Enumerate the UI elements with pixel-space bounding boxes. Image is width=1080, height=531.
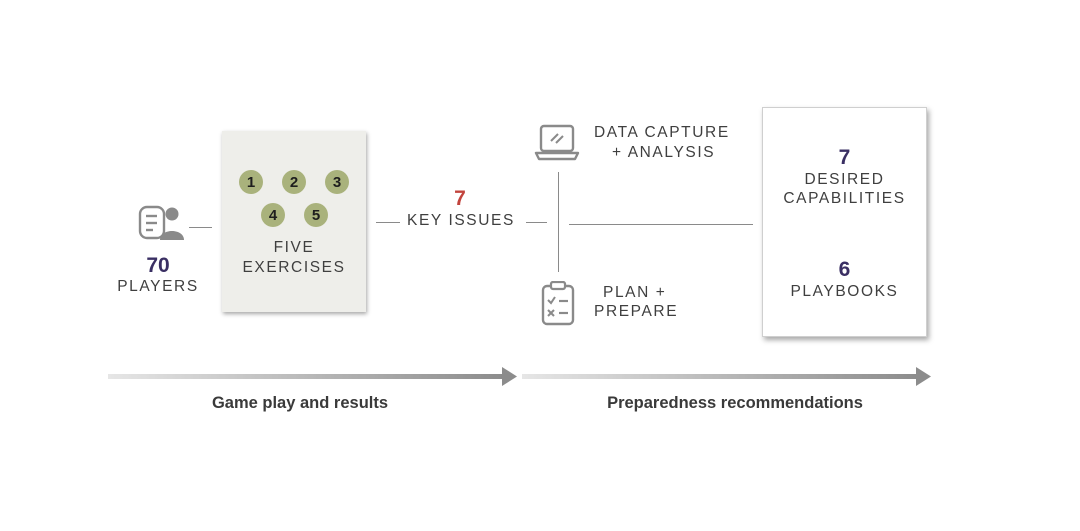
checklist-icon bbox=[539, 280, 577, 327]
players-count: 70 bbox=[146, 254, 170, 277]
connector-line bbox=[526, 222, 547, 223]
right-phase-arrow bbox=[522, 366, 932, 388]
game-play-label: Game play and results bbox=[211, 394, 389, 412]
playbooks-count: 6 bbox=[838, 258, 851, 281]
players-label: PLAYERS bbox=[117, 278, 199, 295]
plan-line1: PLAN + bbox=[603, 284, 667, 301]
exercise-number-3: 3 bbox=[325, 170, 349, 194]
connector-line bbox=[569, 224, 753, 225]
capabilities-count: 7 bbox=[838, 146, 851, 169]
exercise-number-5: 5 bbox=[304, 203, 328, 227]
exercise-number-4: 4 bbox=[261, 203, 285, 227]
player-profile-icon bbox=[138, 204, 184, 242]
exercise-number-2: 2 bbox=[282, 170, 306, 194]
issues-count: 7 bbox=[454, 187, 466, 210]
issues-label: KEY ISSUES bbox=[407, 212, 515, 229]
capabilities-line2: CAPABILITIES bbox=[783, 190, 906, 207]
branch-line bbox=[558, 172, 559, 272]
data-capture-line1: DATA CAPTURE bbox=[594, 124, 730, 141]
exercises-box: 1 2 3 4 5 FIVE EXERCISES bbox=[222, 131, 366, 312]
results-box: 7 DESIRED CAPABILITIES 6 PLAYBOOKS bbox=[762, 107, 927, 337]
playbooks-label: PLAYBOOKS bbox=[790, 283, 899, 300]
data-capture-line2: + ANALYSIS bbox=[612, 144, 716, 161]
left-phase-arrow bbox=[108, 366, 518, 388]
exercise-number-1: 1 bbox=[239, 170, 263, 194]
connector-line bbox=[376, 222, 400, 223]
exercises-label-line1: FIVE bbox=[273, 239, 315, 256]
connector-line bbox=[189, 227, 212, 228]
plan-line2: PREPARE bbox=[594, 303, 679, 320]
exercises-label-line2: EXERCISES bbox=[242, 259, 346, 276]
preparedness-label: Preparedness recommendations bbox=[607, 394, 863, 412]
laptop-icon bbox=[534, 124, 580, 162]
capabilities-line1: DESIRED bbox=[804, 171, 885, 188]
